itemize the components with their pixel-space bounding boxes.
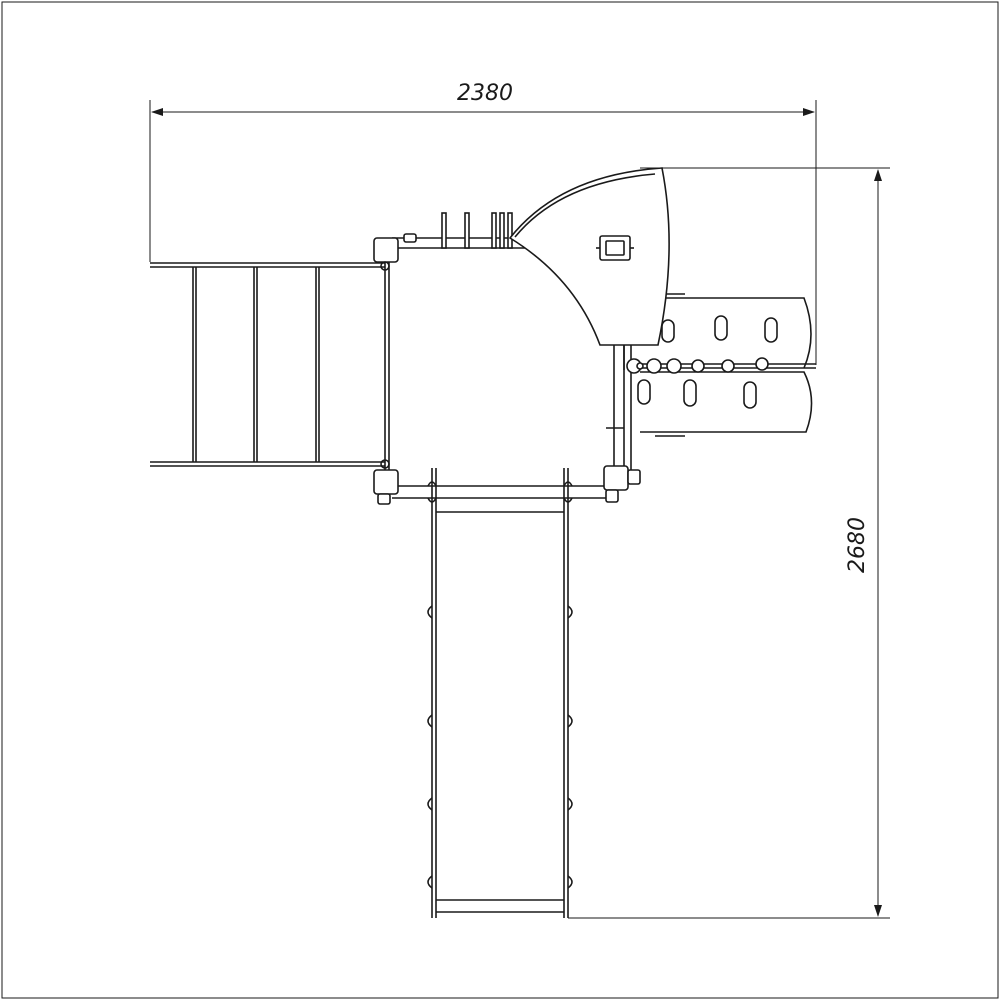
- tower-platform: [373, 212, 641, 505]
- climbing-wall: [623, 293, 816, 437]
- width-dimension: 2380: [149, 81, 817, 365]
- stairs-ladder: [150, 262, 385, 467]
- height-dimension-label: 2680: [845, 517, 870, 573]
- roof-panel: [508, 167, 670, 346]
- width-dimension-label: 2380: [457, 81, 513, 106]
- roof-window: [599, 235, 631, 261]
- height-dimension: 2680: [568, 167, 890, 919]
- slide: [427, 468, 573, 918]
